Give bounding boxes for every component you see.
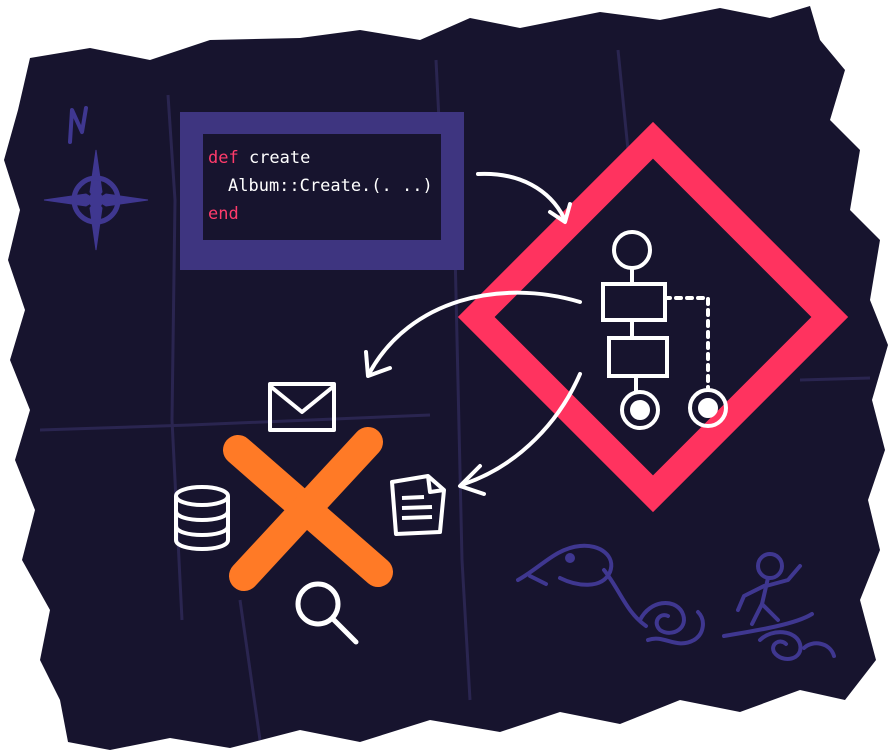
fold-line [616, 49, 630, 151]
surfer-doodle-icon [722, 552, 836, 661]
code-line-2: Album::Create.(. ..) [228, 176, 433, 196]
workflow-end-node-1 [620, 390, 660, 430]
code-panel-bg [203, 134, 441, 240]
compass-ring [71, 175, 121, 225]
arrow-workflow-to-envelope [364, 290, 582, 378]
arrow-workflow-to-document [458, 372, 582, 496]
sea-serpent-doodle-icon [516, 543, 705, 646]
workflow-dashed-branch [663, 296, 710, 392]
workflow-diagram-icon [601, 230, 728, 430]
arrow-code-to-workflow [476, 171, 572, 224]
x-mark-icon [223, 427, 393, 591]
code-method-name: create [238, 148, 311, 168]
code-keyword-def: def [208, 148, 239, 168]
fold-line [799, 376, 871, 382]
fold-line [39, 413, 431, 432]
compass-rose-icon [43, 106, 149, 251]
north-letter [68, 106, 88, 144]
magnifier-icon [295, 581, 359, 645]
database-icon [174, 485, 230, 551]
code-line-1: def create [208, 144, 436, 172]
envelope-icon [268, 382, 336, 432]
code-snippet: def create Album::Create.(. ..) end [208, 140, 436, 232]
fold-line [238, 599, 262, 741]
document-icon [390, 474, 446, 536]
fold-line [453, 249, 472, 701]
compass-center [87, 184, 105, 216]
code-keyword-end: end [208, 204, 239, 224]
code-line-3: end [208, 200, 436, 228]
workflow-end-node-2 [688, 388, 728, 428]
workflow-end-dot-2 [698, 398, 718, 418]
workflow-end-dot-1 [630, 400, 650, 420]
